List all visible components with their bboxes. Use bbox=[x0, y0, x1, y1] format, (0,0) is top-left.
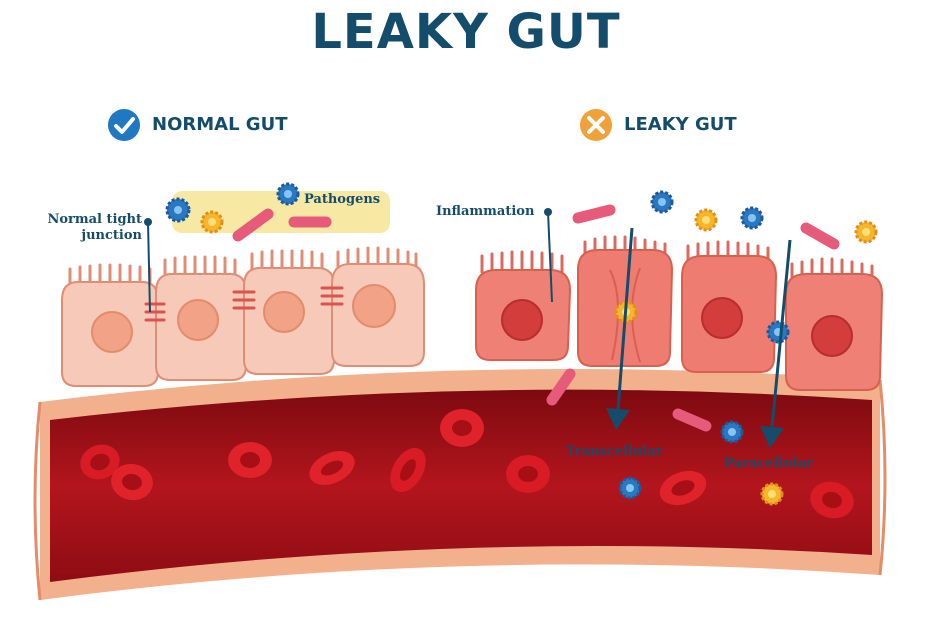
tight-junctions bbox=[144, 286, 344, 322]
pathogen-particles bbox=[165, 182, 878, 506]
tight-junction-label: Normal tight junction bbox=[38, 212, 142, 244]
tight-junction-label-line2: junction bbox=[81, 228, 142, 243]
label-pointers bbox=[144, 208, 553, 313]
rod-bacteria bbox=[232, 204, 840, 432]
paracellular-label: Paracellular bbox=[724, 456, 813, 471]
normal-gut-heading: NORMAL GUT bbox=[152, 114, 288, 135]
normal-cell-nuclei bbox=[91, 284, 396, 353]
blood-vessel bbox=[33, 369, 887, 601]
red-blood-cells bbox=[80, 409, 854, 519]
leaky-gut-heading: LEAKY GUT bbox=[624, 114, 737, 135]
checkmark-icon bbox=[108, 109, 140, 141]
page-title: LEAKY GUT bbox=[311, 4, 621, 60]
leaky-gut-cells bbox=[475, 235, 884, 391]
tight-junction-label-line1: Normal tight bbox=[47, 212, 142, 227]
pathogens-label: Pathogens bbox=[304, 192, 381, 207]
x-mark-icon bbox=[580, 109, 612, 141]
pathogens-highlight-box bbox=[172, 191, 390, 233]
transcellular-label: Transcellular bbox=[566, 444, 663, 459]
transport-arrows bbox=[606, 227, 792, 448]
inflammation-label: Inflammation bbox=[436, 204, 535, 219]
